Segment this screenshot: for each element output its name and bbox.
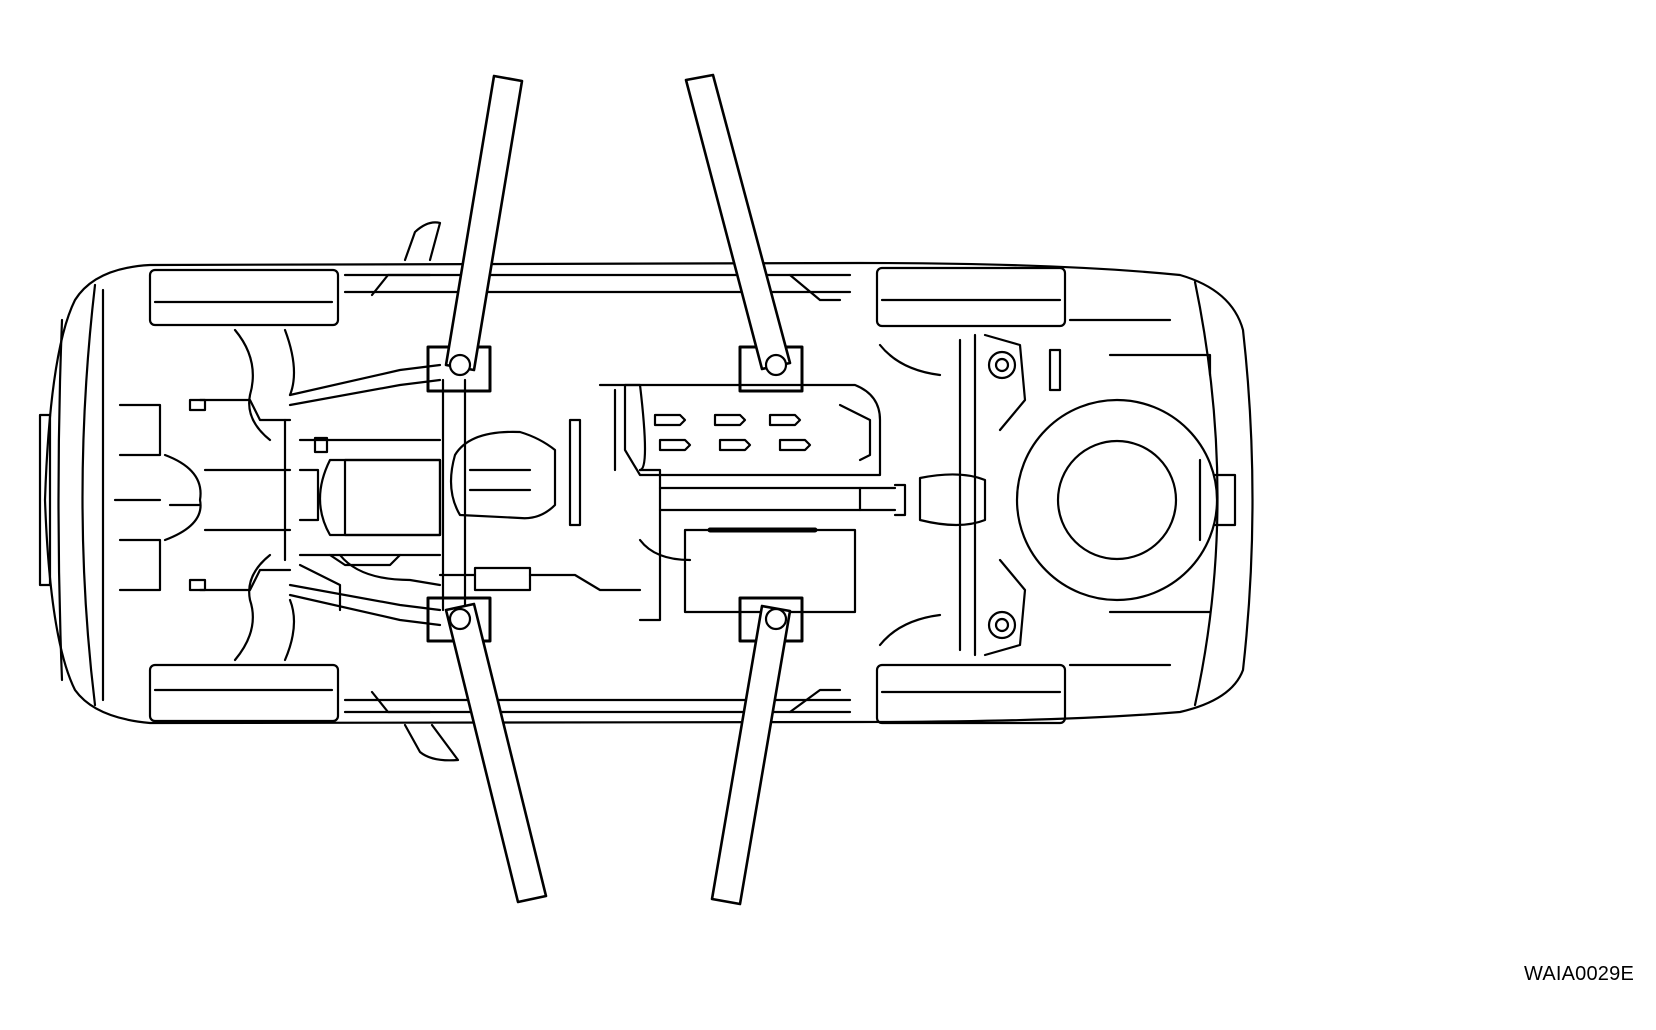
propeller-shaft: [660, 474, 985, 525]
lift-arm-rear-left: [686, 75, 790, 375]
rear-right-tire: [877, 665, 1065, 723]
rear-frame: [1050, 320, 1210, 665]
rear-suspension: [880, 335, 1025, 655]
front-left-tire: [150, 270, 338, 325]
fuel-tank: [625, 385, 880, 475]
engine-transmission: [285, 420, 440, 610]
muffler: [685, 530, 855, 612]
side-mirror-left: [405, 222, 440, 260]
spare-tire: [1017, 400, 1235, 600]
rear-left-tire: [877, 268, 1065, 326]
lift-arm-front-left: [446, 76, 522, 375]
figure-reference-code: WAIA0029E: [1523, 963, 1634, 985]
exhaust-system: [440, 385, 690, 620]
lift-arm-rear-right: [712, 606, 790, 904]
lift-arm-front-right: [446, 604, 546, 902]
side-mirror-right: [405, 725, 458, 760]
front-right-tire: [150, 665, 338, 721]
front-crossmember: [290, 365, 465, 625]
front-suspension: [115, 330, 294, 660]
